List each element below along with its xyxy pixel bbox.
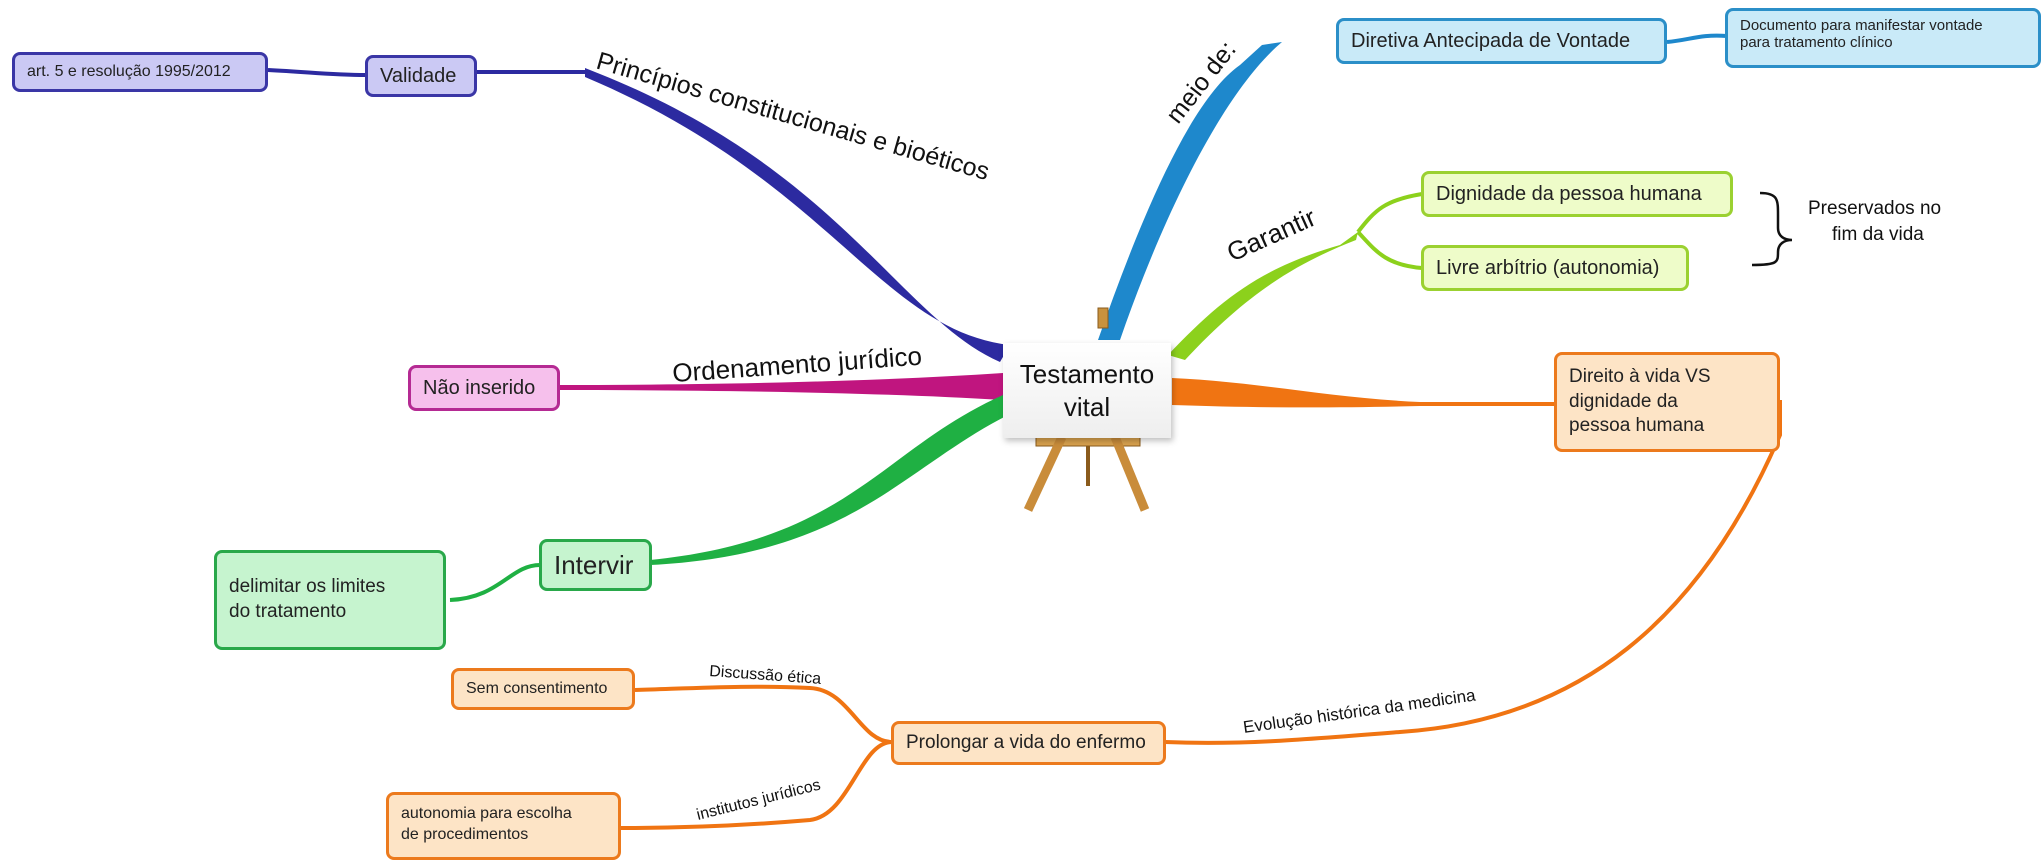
node-dignidade[interactable]: Dignidade da pessoa humana <box>1421 171 1733 217</box>
node-delimitar-line1: delimitar os limites <box>229 576 386 597</box>
node-livre-arbitrio-text: Livre arbítrio (autonomia) <box>1436 256 1660 279</box>
node-art5-text: art. 5 e resolução 1995/2012 <box>27 63 231 80</box>
node-diretiva-text: Diretiva Antecipada de Vontade <box>1351 29 1631 52</box>
node-autonomia-line1: autonomia para escolha <box>401 805 572 822</box>
node-direito-line3: pessoa humana <box>1569 415 1705 437</box>
node-validade[interactable]: Validade <box>365 55 477 97</box>
node-documento[interactable]: Documento para manifestar vontade para t… <box>1725 8 2041 68</box>
line-orange-main <box>1164 400 1782 745</box>
node-diretiva[interactable]: Diretiva Antecipada de Vontade <box>1336 18 1667 64</box>
branch-purple <box>585 68 1010 362</box>
line-validade-art5 <box>267 68 367 77</box>
line-green-delimitar <box>449 563 541 602</box>
node-nao-inserido[interactable]: Não inserido <box>408 365 560 411</box>
central-topic-line1: Testamento <box>1019 359 1155 389</box>
preservados-line2: fim da vida <box>1832 224 1924 245</box>
node-autonomia-line2: de procedimentos <box>401 825 529 843</box>
branch-blue <box>1098 42 1282 340</box>
bracket <box>1751 191 1793 267</box>
node-delimitar-line2: do tratamento <box>229 600 347 622</box>
label-principios: Princípios constitucionais e bioéticos <box>593 47 992 186</box>
line-lime-livre <box>1356 230 1423 270</box>
line-prolongar-autonomia <box>619 740 893 830</box>
node-direito-vida[interactable]: Direito à vida VS dignidade da pessoa hu… <box>1554 352 1780 452</box>
node-documento-line2: para tratamento clínico <box>1740 34 1893 52</box>
central-topic[interactable]: Testamento vital <box>1003 343 1171 438</box>
node-autonomia[interactable]: autonomia para escolha de procedimentos <box>386 792 621 860</box>
node-dignidade-text: Dignidade da pessoa humana <box>1436 182 1702 205</box>
node-delimitar[interactable]: delimitar os limites do tratamento <box>214 550 446 650</box>
line-lime-dignidade <box>1356 192 1423 234</box>
node-intervir[interactable]: Intervir <box>539 539 652 591</box>
line-diretiva-documento <box>1666 33 1728 44</box>
node-prolongar-text: Prolongar a vida do enfermo <box>906 732 1146 753</box>
node-art5[interactable]: art. 5 e resolução 1995/2012 <box>12 52 268 92</box>
central-topic-line2: vital <box>1063 391 1111 422</box>
line-prolongar-sem <box>634 684 893 744</box>
branch-lime <box>1168 232 1358 360</box>
branch-magenta <box>560 373 1003 400</box>
node-nao-inserido-text: Não inserido <box>423 376 536 399</box>
node-sem-consentimento-text: Sem consentimento <box>466 680 608 697</box>
node-direito-line1: Direito à vida VS <box>1569 366 1711 387</box>
branch-green <box>650 395 1008 565</box>
node-prolongar[interactable]: Prolongar a vida do enfermo <box>891 721 1166 765</box>
easel-icon <box>1023 307 1150 512</box>
node-validade-text: Validade <box>380 64 457 87</box>
branch-orange <box>1172 378 1555 408</box>
label-institutos: institutos jurídicos <box>695 777 823 824</box>
node-documento-line1: Documento para manifestar vontade <box>1740 17 1983 34</box>
node-sem-consentimento[interactable]: Sem consentimento <box>451 668 635 710</box>
node-intervir-text: Intervir <box>554 549 634 580</box>
preservados-line1: Preservados no <box>1808 198 1941 219</box>
label-discussao: Discussão ética <box>709 663 822 688</box>
node-direito-line2: dignidade da <box>1569 390 1678 412</box>
node-livre-arbitrio[interactable]: Livre arbítrio (autonomia) <box>1421 245 1689 291</box>
